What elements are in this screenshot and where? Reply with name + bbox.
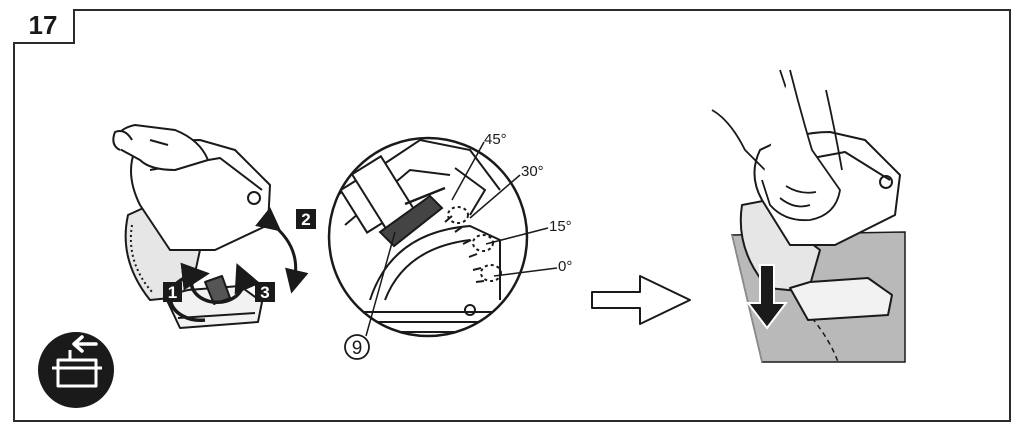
step-badge-1: 1 [163, 282, 182, 302]
magnified-bevel-scale [327, 136, 529, 338]
step-badge-3: 3 [255, 282, 275, 302]
step-3-label: 3 [260, 283, 269, 302]
callout-9: 9 [344, 334, 370, 360]
angle-label-45: 45° [484, 131, 507, 148]
figure-number: 17 [13, 9, 75, 44]
push-down-arrow-icon [745, 264, 789, 330]
tilt-arrow-icon [255, 207, 309, 294]
step-2-label: 2 [301, 210, 310, 229]
callout-9-label: 9 [352, 338, 363, 359]
circular-saw-icon [112, 124, 271, 329]
angle-label-15: 15° [549, 218, 572, 235]
figure-frame [13, 9, 1011, 422]
battery-remove-icon [38, 332, 114, 408]
angle-leaders [365, 141, 558, 337]
angle-label-30: 30° [521, 163, 544, 180]
angle-label-0: 0° [558, 258, 572, 275]
step-badge-2: 2 [296, 209, 316, 229]
arrow-right-icon [591, 275, 691, 325]
hand-illustration [711, 69, 843, 222]
step-1-label: 1 [168, 283, 177, 302]
